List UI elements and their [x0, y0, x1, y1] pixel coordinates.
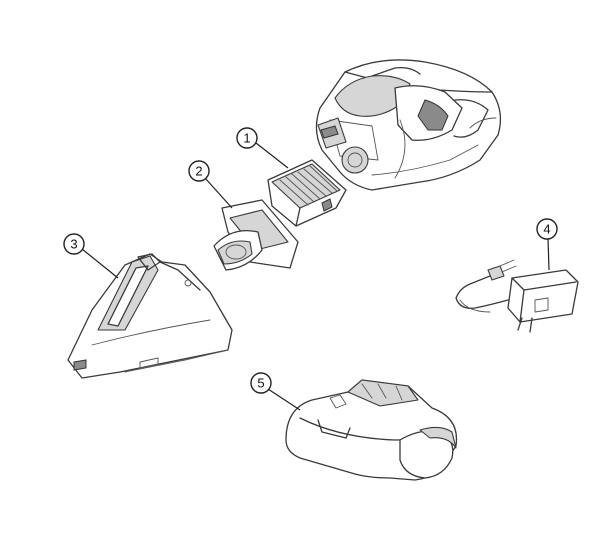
callout-1-label: 1 — [243, 131, 250, 146]
callout-5-label: 5 — [257, 376, 264, 391]
callout-4-label: 4 — [543, 222, 550, 237]
vacuum-main-unit — [315, 59, 502, 191]
charger-adapter-part — [455, 259, 579, 333]
callout-1: 1 — [236, 127, 289, 169]
callout-2: 2 — [188, 160, 233, 209]
callout-2-label: 2 — [195, 164, 202, 179]
battery-pack-part — [285, 379, 458, 481]
callout-4: 4 — [536, 218, 558, 271]
charging-base-part — [67, 253, 233, 379]
callout-3: 3 — [63, 233, 119, 279]
filter-part — [267, 159, 347, 227]
callout-5: 5 — [250, 372, 301, 411]
callout-3-label: 3 — [70, 237, 77, 252]
inner-cone-part — [213, 199, 299, 271]
